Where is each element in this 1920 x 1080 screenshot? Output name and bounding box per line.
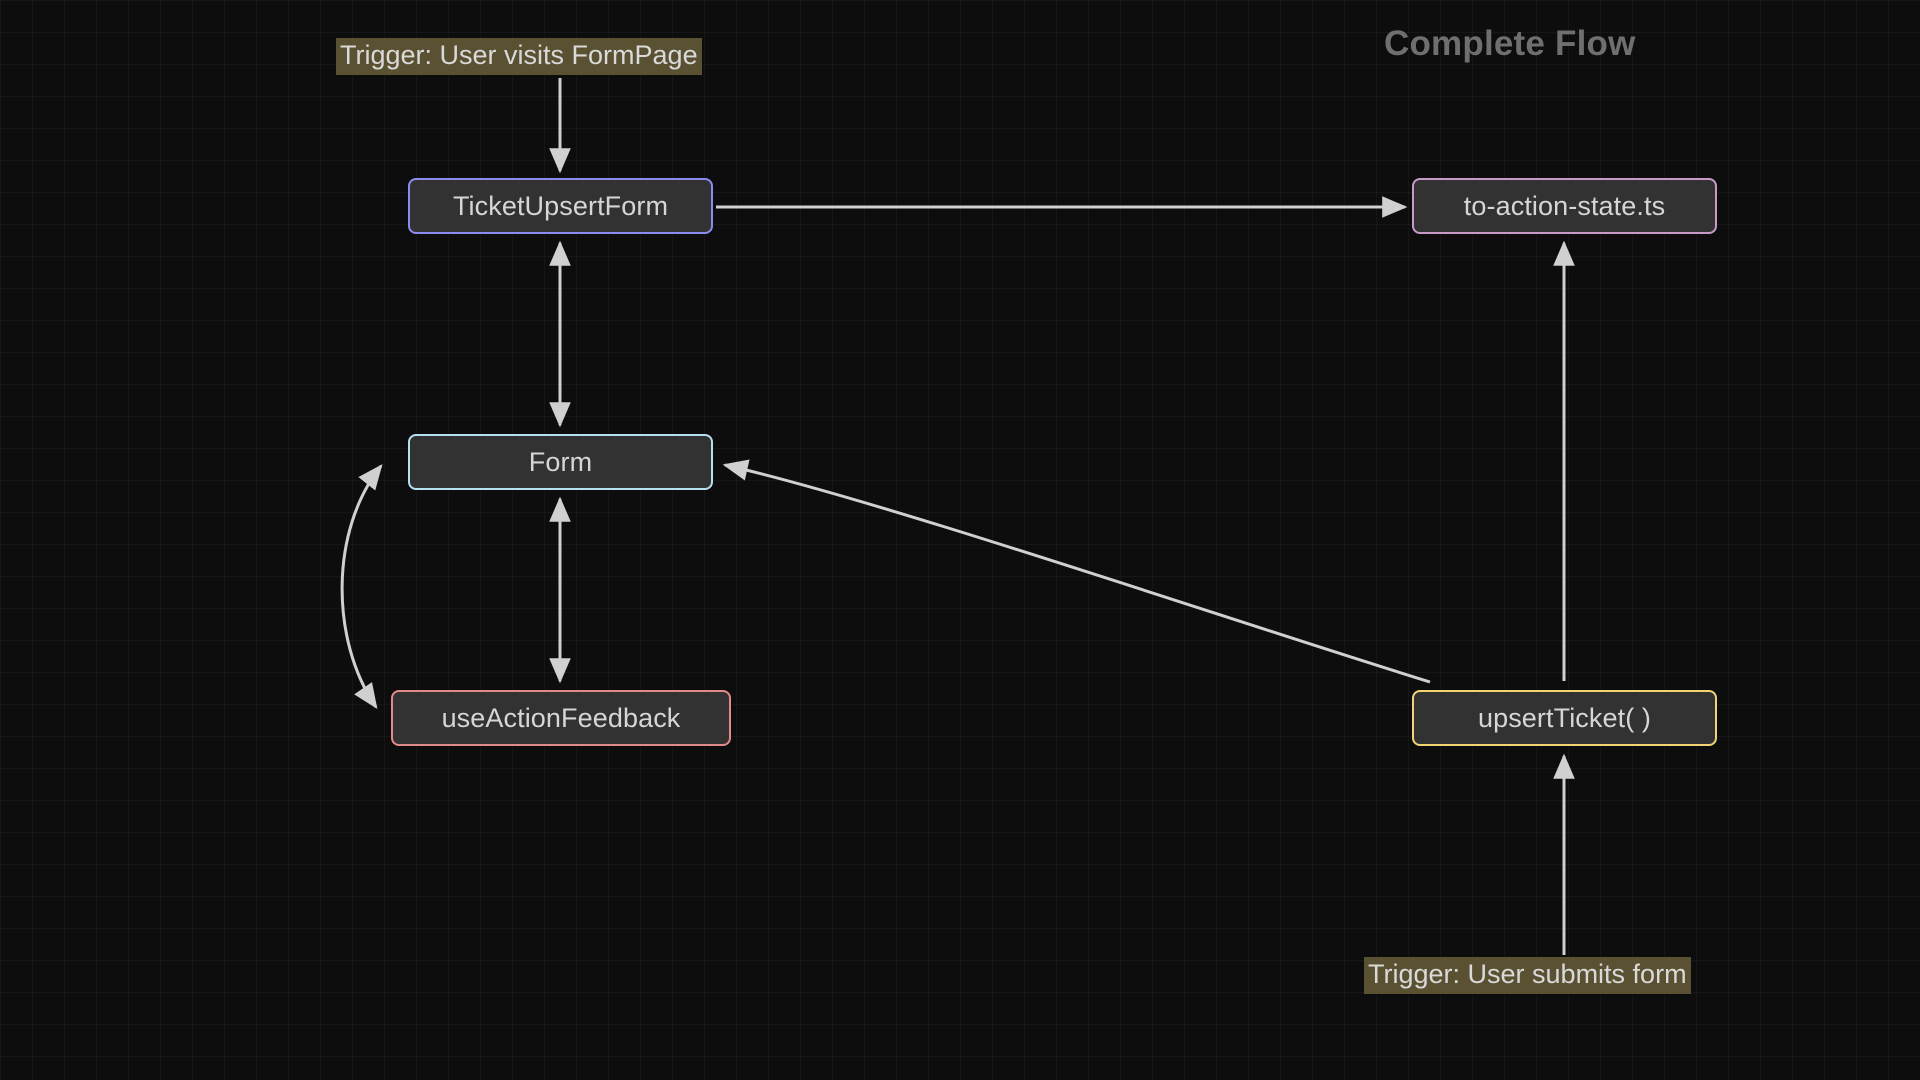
edge-useactionfeedback-form-curved: [340, 464, 383, 709]
node-label: to-action-state.ts: [1463, 190, 1666, 221]
page-title: Complete Flow: [1384, 24, 1636, 63]
node-label: Form: [528, 446, 593, 477]
trigger-label-visits-formpage: Trigger: User visits FormPage: [336, 38, 702, 76]
edge-upsertticket-to-form: [722, 459, 1431, 684]
node-upsert-ticket[interactable]: upsertTicket( ): [1412, 690, 1717, 746]
node-form[interactable]: Form: [408, 434, 713, 490]
node-label: useActionFeedback: [441, 702, 681, 733]
node-label: upsertTicket( ): [1477, 702, 1652, 733]
node-to-action-state[interactable]: to-action-state.ts: [1412, 178, 1717, 234]
node-label: TicketUpsertForm: [452, 190, 669, 221]
node-use-action-feedback[interactable]: useActionFeedback: [391, 690, 731, 746]
node-ticket-upsert-form[interactable]: TicketUpsertForm: [408, 178, 713, 234]
trigger-label-submits-form: Trigger: User submits form: [1364, 957, 1691, 995]
